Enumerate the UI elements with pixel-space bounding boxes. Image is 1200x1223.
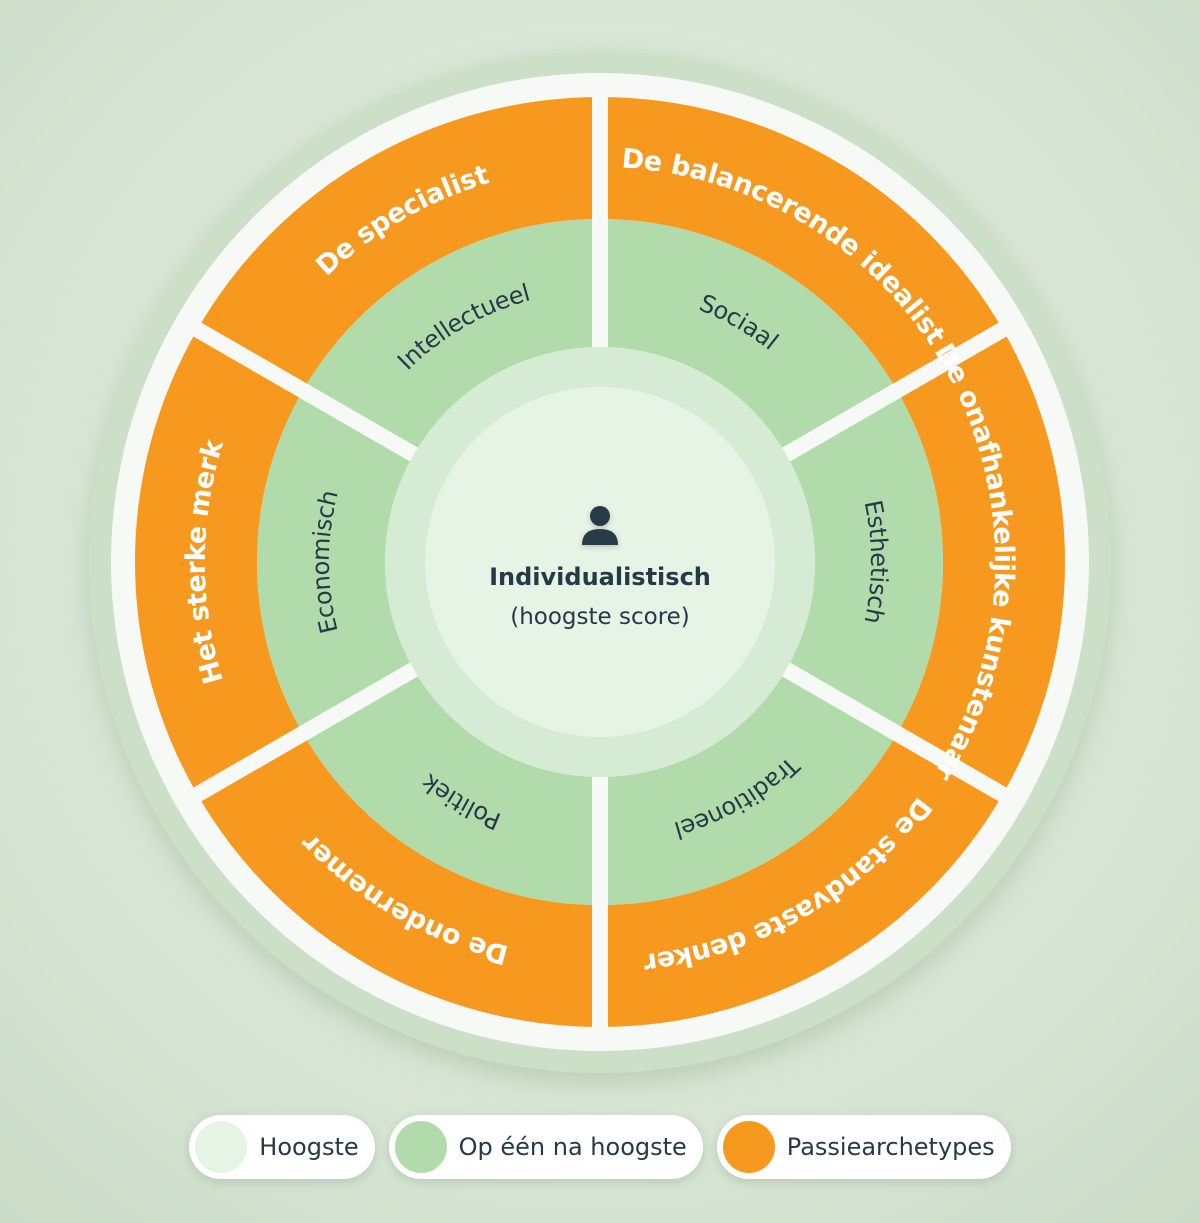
core-disc <box>425 387 775 737</box>
legend-swatch <box>195 1121 248 1173</box>
archetype-segment <box>134 329 303 795</box>
archetype-segment <box>197 97 600 391</box>
legend: Hoogste Op één na hoogste Passiearchetyp… <box>0 1115 1200 1179</box>
value-segment <box>257 390 414 734</box>
legend-label: Hoogste <box>259 1133 359 1161</box>
value-segment <box>786 390 943 734</box>
archetype-segment <box>897 329 1065 795</box>
archetype-segment <box>197 733 600 1027</box>
legend-item-op-een-na-hoogste: Op één na hoogste <box>388 1115 703 1179</box>
user-icon <box>582 506 618 545</box>
legend-item-hoogste: Hoogste <box>189 1115 375 1179</box>
value-segment <box>302 219 600 455</box>
legend-swatch <box>722 1121 775 1173</box>
legend-swatch <box>394 1121 447 1173</box>
archetype-segment <box>600 733 1003 1027</box>
legend-item-passiearchetypes: Passiearchetypes <box>716 1115 1011 1179</box>
value-segment <box>600 669 898 905</box>
center-title: Individualistisch <box>489 563 711 591</box>
center-subtitle: (hoogste score) <box>510 604 690 630</box>
legend-label: Passiearchetypes <box>786 1133 995 1161</box>
archetype-segment <box>600 97 1003 391</box>
legend-label: Op één na hoogste <box>458 1133 687 1161</box>
value-segment <box>600 219 898 455</box>
value-segment <box>302 669 600 905</box>
